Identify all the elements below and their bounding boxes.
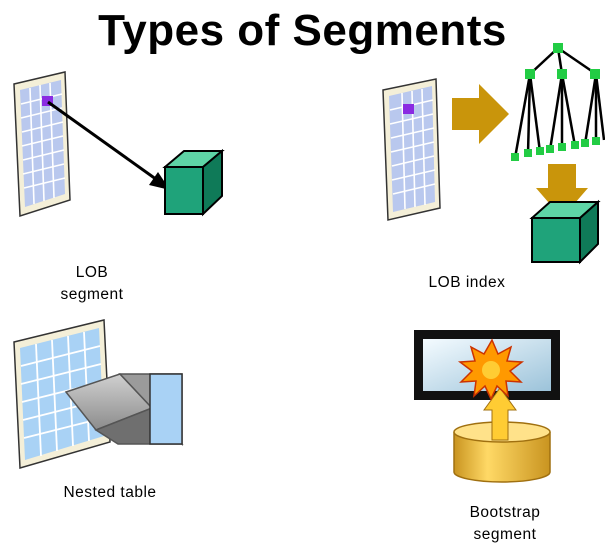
up-arrow-icon [483, 387, 517, 441]
lob-segment-diagram [13, 71, 225, 218]
highlight-cell-icon [42, 96, 53, 106]
lob-segment-caption-line-2: segment [60, 286, 124, 303]
nested-table-inner-grid-icon [149, 373, 183, 445]
page-title: Types of Segments [98, 6, 507, 55]
lob-index-diagram [382, 43, 605, 265]
nested-table-caption: Nested table [40, 482, 180, 504]
lob-segment-caption: LOB segment [44, 262, 140, 306]
nested-table-diagram [13, 319, 184, 469]
nested-table-outer-grid-icon [13, 319, 111, 469]
right-arrow-icon [452, 84, 509, 144]
bootstrap-segment-caption-line-2: segment [473, 526, 537, 543]
lob-index-caption: LOB index [392, 272, 542, 294]
bootstrap-segment-diagram [414, 330, 560, 483]
lob-index-caption-line-1: LOB index [428, 274, 506, 291]
down-arrow-icon [536, 164, 588, 218]
lob-cube-icon [162, 148, 225, 217]
index-tree-icon [511, 43, 605, 161]
lob-segment-table-icon [13, 71, 71, 218]
nested-table-caption-line-1: Nested table [63, 484, 157, 501]
bootstrap-segment-caption-line-1: Bootstrap [469, 504, 541, 521]
lob-segment-caption-line-1: LOB [75, 264, 109, 281]
highlight-cell-icon [403, 104, 414, 114]
lob-index-cube-icon [529, 199, 601, 265]
bootstrap-segment-caption: Bootstrap segment [440, 502, 570, 546]
lob-index-table-icon [382, 78, 441, 221]
starburst-icon [457, 338, 525, 401]
